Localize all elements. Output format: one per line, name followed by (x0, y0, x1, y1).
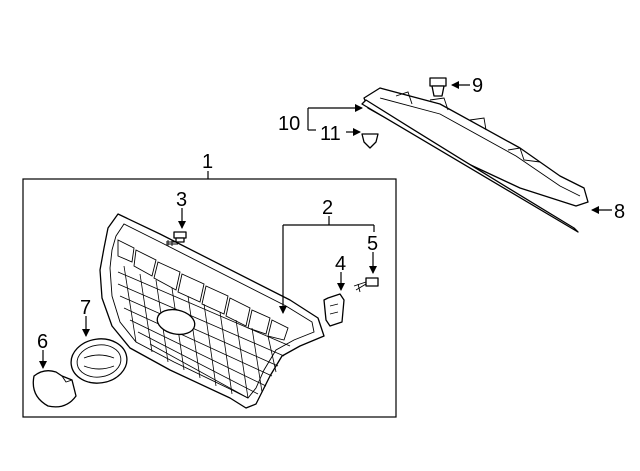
callout-4: 4 (335, 253, 346, 275)
callout-7: 7 (80, 297, 91, 319)
grille-mesh (117, 265, 291, 399)
bracket (323, 272, 345, 327)
callout-11: 11 (320, 123, 341, 145)
push-clip (346, 128, 379, 149)
callout-2-leader (279, 216, 375, 314)
upper-seal (361, 87, 612, 233)
callout-3: 3 (176, 189, 187, 211)
emblem-cover (32, 350, 77, 408)
clip (429, 77, 470, 97)
grille-assembly-frame (22, 171, 397, 418)
callout-10-leader (307, 104, 363, 131)
callout-labels: 1 2 3 4 5 6 7 8 9 10 11 (37, 75, 625, 353)
bolt (353, 252, 379, 293)
emblem (70, 316, 128, 384)
callout-1: 1 (202, 151, 213, 173)
callout-10: 10 (278, 113, 300, 135)
callout-6: 6 (37, 331, 48, 353)
callout-5: 5 (367, 233, 378, 255)
screw (166, 208, 187, 246)
callout-8: 8 (614, 201, 625, 223)
callout-9: 9 (472, 75, 483, 97)
radiator-grille (99, 213, 325, 409)
callout-2: 2 (322, 197, 333, 219)
